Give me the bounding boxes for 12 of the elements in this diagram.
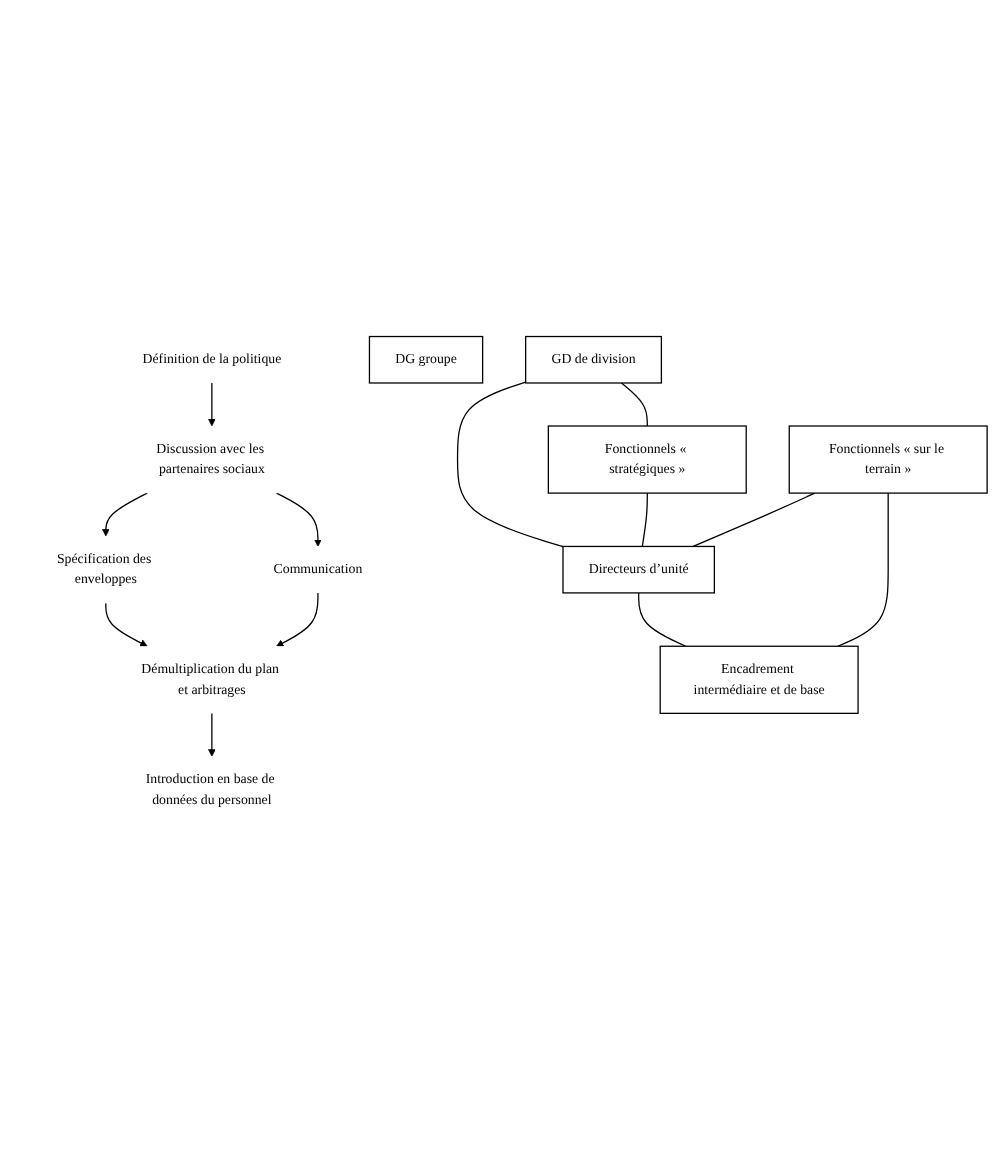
arrow	[275, 492, 322, 547]
connector	[638, 592, 687, 647]
arrow	[208, 382, 216, 427]
connector	[456, 381, 564, 548]
connector	[692, 492, 816, 548]
arrow	[102, 492, 148, 537]
arrow	[208, 712, 216, 757]
arrow	[105, 602, 148, 647]
connector	[641, 492, 648, 548]
connector	[620, 382, 648, 427]
connector	[837, 492, 889, 647]
arrow	[276, 592, 319, 647]
